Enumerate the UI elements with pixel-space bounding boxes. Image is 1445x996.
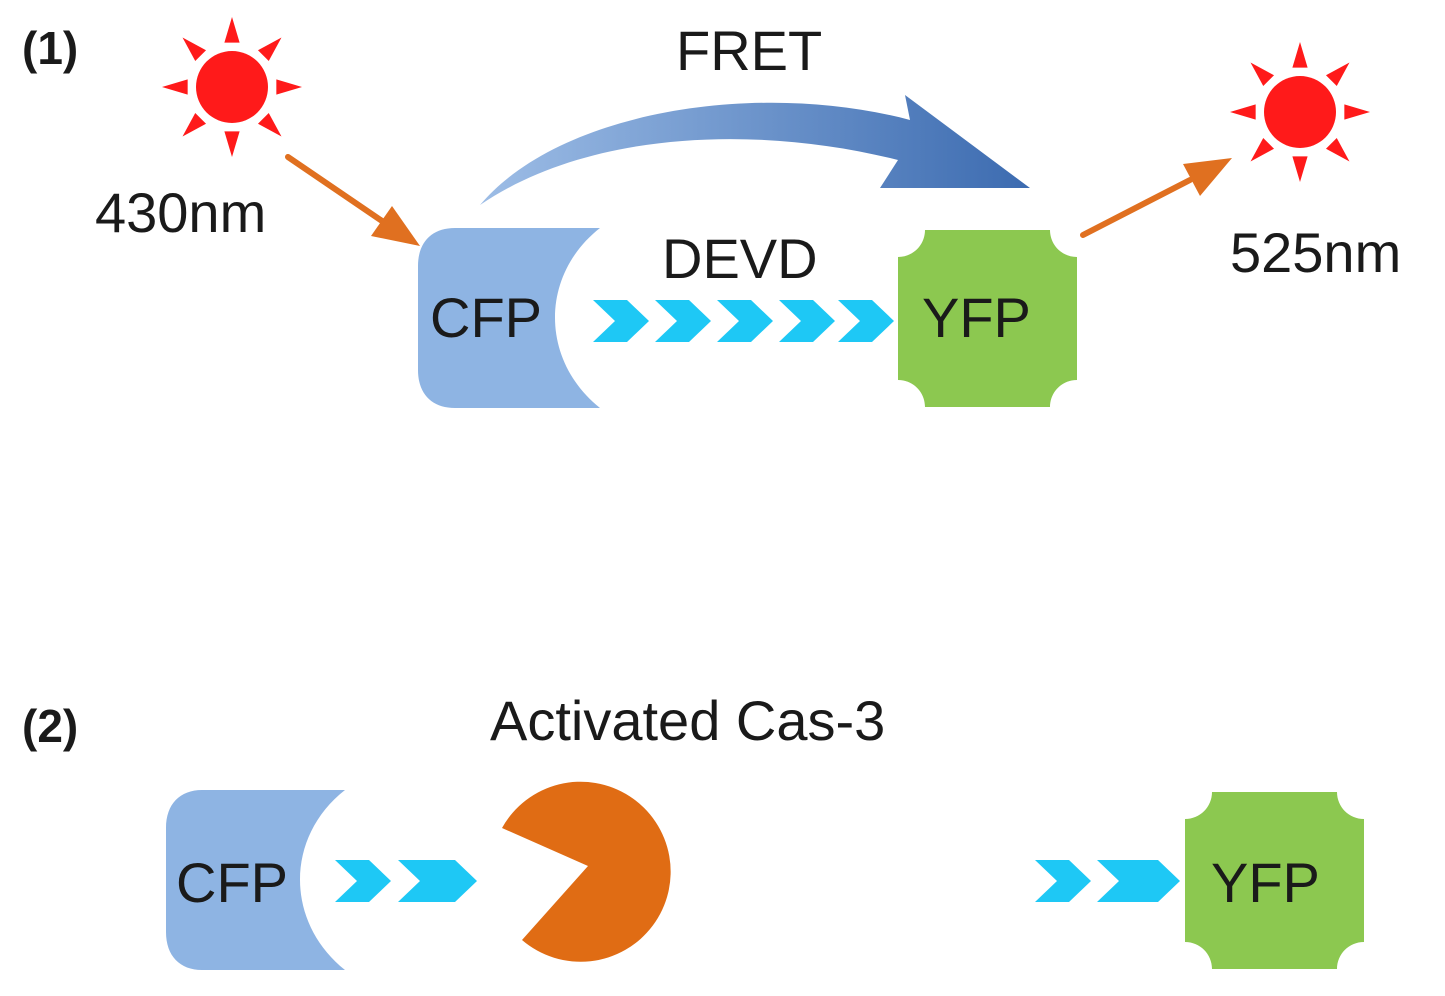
cfp-label-1: CFP [430, 286, 542, 349]
yfp-label-2: YFP [1211, 851, 1320, 914]
linker-chevron [717, 300, 773, 342]
emission-wavelength-label: 525nm [1230, 221, 1401, 284]
sun-ray [182, 112, 207, 137]
cfp-donor-2: CFP [166, 790, 345, 970]
linker-chevron [335, 860, 391, 902]
linker-chevron [1035, 860, 1091, 902]
yfp-label-1: YFP [922, 286, 1031, 349]
excitation-arrow [285, 154, 420, 246]
yfp-acceptor-2: YFP [1185, 792, 1364, 969]
devd-linker [593, 300, 894, 342]
linker-label: DEVD [662, 227, 818, 290]
panel-1: (1) 430nm FRET DEVD CFP [22, 17, 1401, 408]
sun-ray [1325, 137, 1350, 162]
sun-ray [224, 131, 240, 157]
excitation-wavelength-label: 430nm [95, 181, 266, 244]
sun-icon [162, 17, 302, 157]
sun-core [196, 51, 268, 123]
linker-fragment-right [1035, 860, 1180, 902]
sun-ray [224, 17, 240, 43]
yfp-acceptor-1: YFP [898, 230, 1077, 407]
panel-2: (2) Activated Cas-3 CFP YFP [22, 689, 1364, 970]
sun-icon [1230, 42, 1370, 182]
cfp-label-2: CFP [176, 851, 288, 914]
sun-ray [162, 79, 188, 95]
linker-chevron [655, 300, 711, 342]
sun-ray [257, 112, 282, 137]
sun-ray [1344, 104, 1370, 120]
linker-fragment-left [335, 860, 477, 902]
sun-ray [1250, 137, 1275, 162]
sun-ray [182, 37, 207, 62]
linker-chevron [593, 300, 649, 342]
sun-core [1264, 76, 1336, 148]
fret-label: FRET [676, 19, 822, 82]
sun-ray [1292, 156, 1308, 182]
linker-chevron [838, 300, 894, 342]
pacman-enzyme-icon [502, 781, 671, 962]
enzyme-label: Activated Cas-3 [490, 689, 885, 752]
step-label-1: (1) [22, 22, 78, 74]
step-label-2: (2) [22, 700, 78, 752]
sun-ray [1250, 62, 1275, 87]
cfp-donor-1: CFP [418, 228, 600, 408]
sun-ray [1292, 42, 1308, 68]
sun-ray [257, 37, 282, 62]
fret-arrow [480, 95, 1030, 205]
linker-chevron [779, 300, 835, 342]
sun-ray [1325, 62, 1350, 87]
sun-ray [1230, 104, 1256, 120]
emission-arrow [1080, 158, 1232, 238]
sun-ray [276, 79, 302, 95]
